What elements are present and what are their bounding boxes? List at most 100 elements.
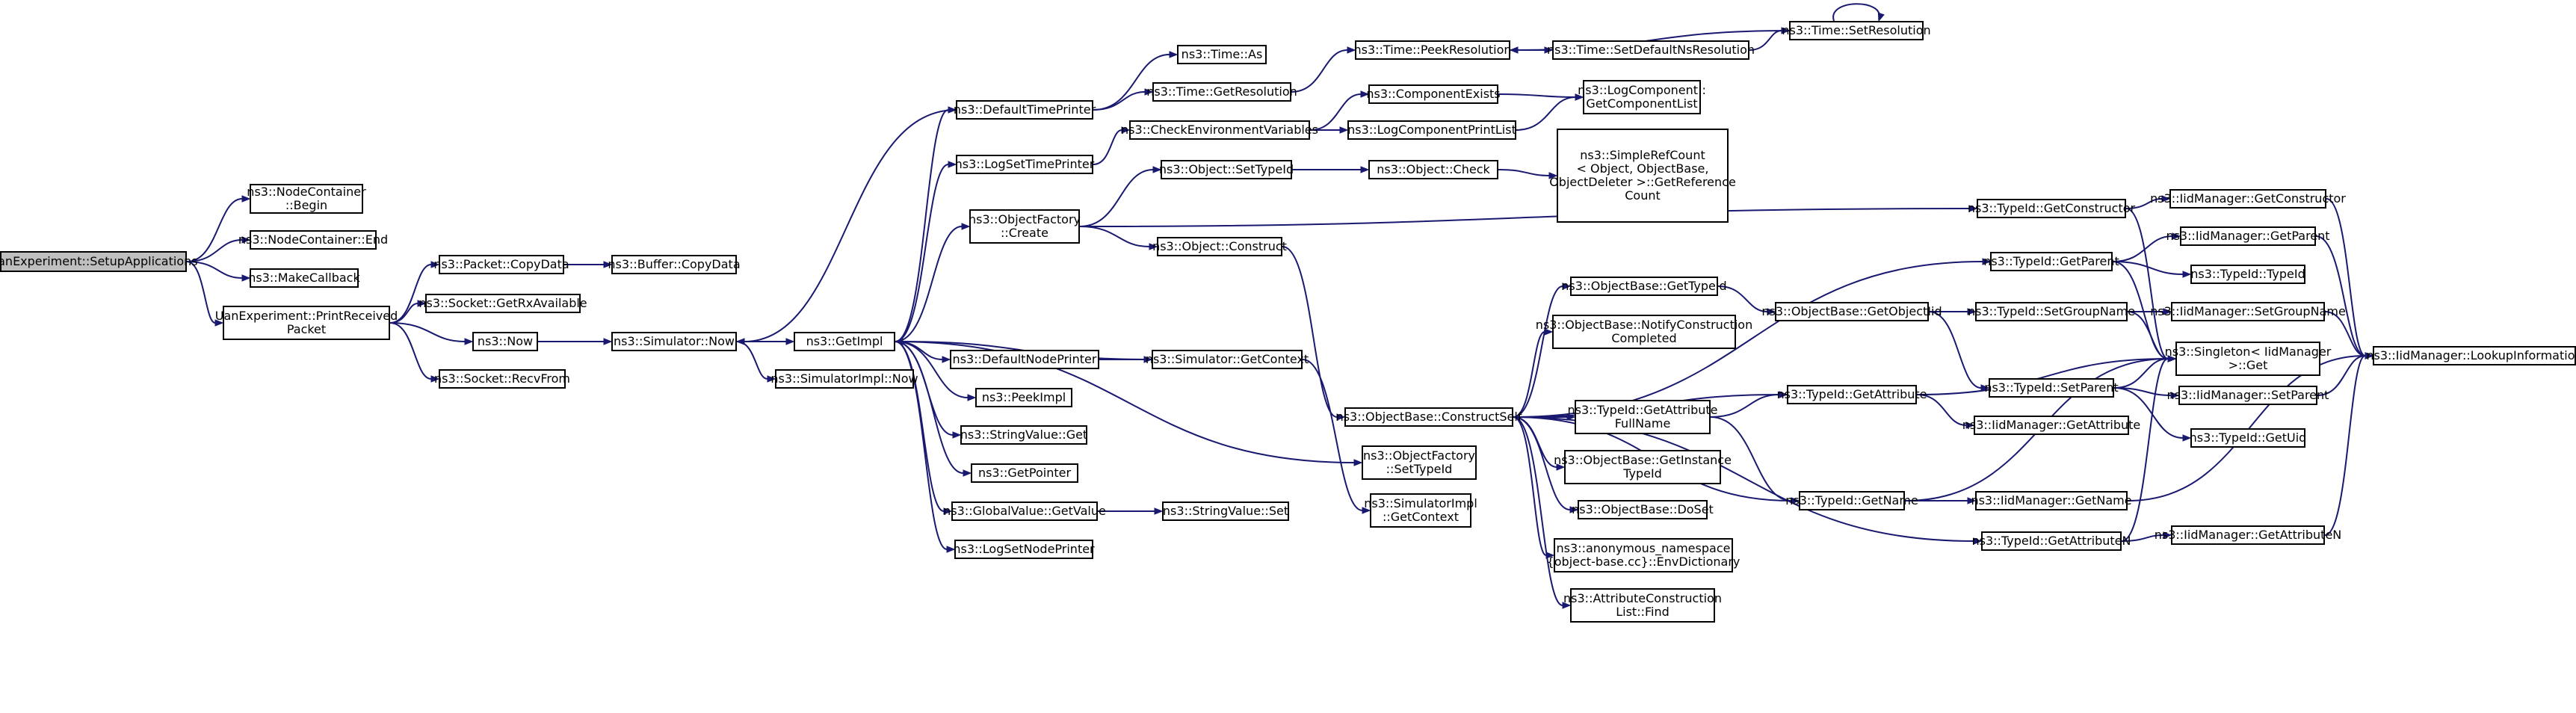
- edge-getimpl-to-peekimpl: [895, 341, 977, 401]
- node-typeid-typeid[interactable]: ns3::TypeId::TypeId: [2190, 265, 2305, 284]
- node-typeid-getname[interactable]: ns3::TypeId::GetName: [1785, 491, 1918, 510]
- node-compexists[interactable]: ns3::ComponentExists: [1366, 84, 1501, 104]
- edge-getimpl-to-logsetnode: [895, 341, 956, 553]
- edge-line: [2112, 261, 2184, 275]
- node-iidmgr-setparent[interactable]: ns3::IidManager::SetParent: [2167, 386, 2329, 405]
- edge-root-to-printrecv: [186, 261, 224, 327]
- node-box: [250, 268, 359, 288]
- node-singleton-get[interactable]: ns3::Singleton< IidManager>::Get: [2165, 342, 2332, 376]
- node-logcomp-getlist[interactable]: ns3::LogComponent::GetComponentList: [1578, 80, 1706, 114]
- node-box: [439, 369, 566, 389]
- node-time-setdefnsres[interactable]: ns3::Time::SetDefaultNsResolution: [1547, 40, 1755, 60]
- node-getpointer[interactable]: ns3::GetPointer: [971, 463, 1078, 483]
- node-now[interactable]: ns3::Now: [472, 332, 538, 351]
- node-peekimpl[interactable]: ns3::PeekImpl: [975, 388, 1072, 407]
- node-strval-get[interactable]: ns3::StringValue::Get: [960, 425, 1087, 445]
- edge-arrowhead: [1767, 308, 1776, 315]
- node-defnodeprinter[interactable]: ns3::DefaultNodePrinter: [950, 350, 1099, 369]
- node-box: [611, 255, 737, 274]
- edge-line: [1513, 331, 1545, 418]
- node-strval-set[interactable]: ns3::StringValue::Set: [1162, 501, 1289, 521]
- edge-typeid-getparent-to-iidmgr-getparent: [2112, 232, 2181, 262]
- node-label: ns3::Time::SetDefaultNsResolution: [1547, 43, 1755, 57]
- edge-arrowhead: [2182, 271, 2192, 278]
- edge-line: [1093, 129, 1122, 165]
- node-box: [1368, 160, 1498, 179]
- call-graph-nodes: UanExperiment::SetupApplications ns3::Nod…: [0, 21, 2576, 623]
- node-logcompprint[interactable]: ns3::LogComponentPrintList: [1347, 120, 1516, 140]
- node-iidmgr-getattr[interactable]: ns3::IidManager::GetAttribute: [1962, 416, 2141, 435]
- edge-line: [186, 261, 216, 324]
- node-checkenv[interactable]: ns3::CheckEnvironmentVariables: [1121, 120, 1318, 140]
- edge-objbase-construct-to-attrconst-find: [1513, 416, 1572, 609]
- node-iidmgr-getattrn[interactable]: ns3::IidManager::GetAttributeN: [2155, 525, 2342, 545]
- node-simimpl-now[interactable]: ns3::SimulatorImpl::Now: [770, 369, 918, 389]
- node-typeid-getattrn[interactable]: ns3::TypeId::GetAttributeN: [1972, 531, 2131, 551]
- node-sock-recvfrom[interactable]: ns3::Socket::RecvFrom: [434, 369, 570, 389]
- edge-typeid-setparent-to-typeid-getuid: [2113, 387, 2192, 442]
- node-objbase-doset[interactable]: ns3::ObjectBase::DoSet: [1572, 500, 1714, 519]
- edge-line: [2113, 387, 2172, 396]
- node-logsettime[interactable]: ns3::LogSetTimePrinter: [955, 155, 1095, 174]
- edge-deftimeprinter-to-time-getres: [1093, 88, 1154, 111]
- node-makecb[interactable]: ns3::MakeCallback: [248, 268, 360, 288]
- node-iidmgr-setgroup[interactable]: ns3::IidManager::SetGroupName: [2150, 302, 2346, 321]
- node-logsetnode[interactable]: ns3::LogSetNodePrinter: [953, 540, 1095, 559]
- node-label: Packet: [287, 322, 326, 336]
- node-simplerefcount[interactable]: ns3::SimpleRefCount< Object, ObjectBase,…: [1549, 129, 1736, 223]
- node-time-getres[interactable]: ns3::Time::GetResolution: [1146, 82, 1297, 102]
- node-label: ns3::Object::SetTypeId: [1159, 162, 1294, 176]
- node-typeid-getparent[interactable]: ns3::TypeId::GetParent: [1983, 252, 2119, 271]
- edge-getimpl-to-objfactory-create: [895, 223, 971, 342]
- node-label: ns3::Singleton< IidManager: [2165, 345, 2332, 359]
- node-typeid-setparent[interactable]: ns3::TypeId::SetParent: [1984, 378, 2119, 398]
- edge-arrowhead: [464, 338, 474, 345]
- node-sim-now[interactable]: ns3::Simulator::Now: [611, 332, 737, 351]
- node-time-as[interactable]: ns3::Time::As: [1177, 45, 1267, 64]
- node-typeid-setgroup[interactable]: ns3::TypeId::SetGroupName: [1968, 302, 2135, 321]
- edge-line: [1710, 394, 1780, 418]
- node-label: ::GetContext: [1383, 510, 1459, 524]
- node-root[interactable]: UanExperiment::SetupApplications: [0, 251, 198, 272]
- node-iidmgr-getname[interactable]: ns3::IidManager::GetName: [1971, 491, 2132, 510]
- node-label: ns3::StringValue::Get: [960, 428, 1087, 442]
- node-typeid-getattr[interactable]: ns3::TypeId::GetAttribute: [1776, 385, 1927, 404]
- node-obj-construct[interactable]: ns3::Object::Construct: [1152, 237, 1287, 256]
- node-iidmgr-getconstructor[interactable]: ns3::IidManager::GetConstructor: [2150, 189, 2346, 209]
- node-time-peekres[interactable]: ns3::Time::PeekResolution: [1353, 40, 1512, 60]
- node-nc-begin[interactable]: ns3::NodeContainer::Begin: [247, 184, 366, 214]
- node-iidmgr-getparent[interactable]: ns3::IidManager::GetParent: [2166, 226, 2330, 246]
- edge-line: [1928, 311, 1982, 389]
- node-deftimeprinter[interactable]: ns3::DefaultTimePrinter: [954, 100, 1096, 120]
- node-box: [960, 425, 1087, 445]
- node-box: [951, 501, 1098, 521]
- node-getimpl[interactable]: ns3::GetImpl: [794, 332, 895, 351]
- node-label: ns3::ComponentExists: [1366, 87, 1500, 101]
- node-buf-copy[interactable]: ns3::Buffer::CopyData: [608, 255, 741, 274]
- node-objfactory-settypeid[interactable]: ns3::ObjectFactory::SetTypeId: [1362, 445, 1477, 480]
- node-objbase-notify[interactable]: ns3::ObjectBase::NotifyConstructionCompl…: [1536, 315, 1752, 349]
- node-simimpl-getctx[interactable]: ns3::SimulatorImpl::GetContext: [1364, 493, 1477, 528]
- node-objfactory-create[interactable]: ns3::ObjectFactory::Create: [969, 209, 1081, 244]
- edge-getimpl-to-objfactory-settypeid: [895, 341, 1363, 466]
- node-obj-settypeid[interactable]: ns3::Object::SetTypeId: [1159, 160, 1294, 179]
- node-typeid-getconstructor[interactable]: ns3::TypeId::GetConstructor: [1968, 199, 2136, 218]
- node-globval-get[interactable]: ns3::GlobalValue::GetValue: [943, 501, 1106, 521]
- node-anon-envdict[interactable]: ns3::anonymous_namespace{object-base.cc}…: [1547, 538, 1741, 572]
- node-nc-end[interactable]: ns3::NodeContainer::End: [238, 230, 388, 250]
- node-pkt-copy[interactable]: ns3::Packet::CopyData: [433, 255, 569, 274]
- node-box: [2190, 428, 2305, 448]
- node-typeid-getuid[interactable]: ns3::TypeId::GetUid: [2190, 428, 2307, 448]
- node-iidmgr-lookup[interactable]: ns3::IidManager::LookupInformation: [2366, 346, 2576, 365]
- node-obj-check[interactable]: ns3::Object::Check: [1368, 160, 1498, 179]
- node-objbase-construct[interactable]: ns3::ObjectBase::ConstructSelf: [1336, 407, 1522, 427]
- node-sim-getctx[interactable]: ns3::Simulator::GetContext: [1146, 350, 1309, 369]
- node-objbase-getobjtid[interactable]: ns3::ObjectBase::GetObjectIid: [1761, 302, 1942, 321]
- node-time-setres[interactable]: ns3::Time::SetResolution: [1782, 21, 1931, 40]
- node-sock-rxavail[interactable]: ns3::Socket::GetRxAvailable: [418, 294, 587, 313]
- node-objbase-gettypeid[interactable]: ns3::ObjectBase::GetTypeId: [1561, 277, 1727, 296]
